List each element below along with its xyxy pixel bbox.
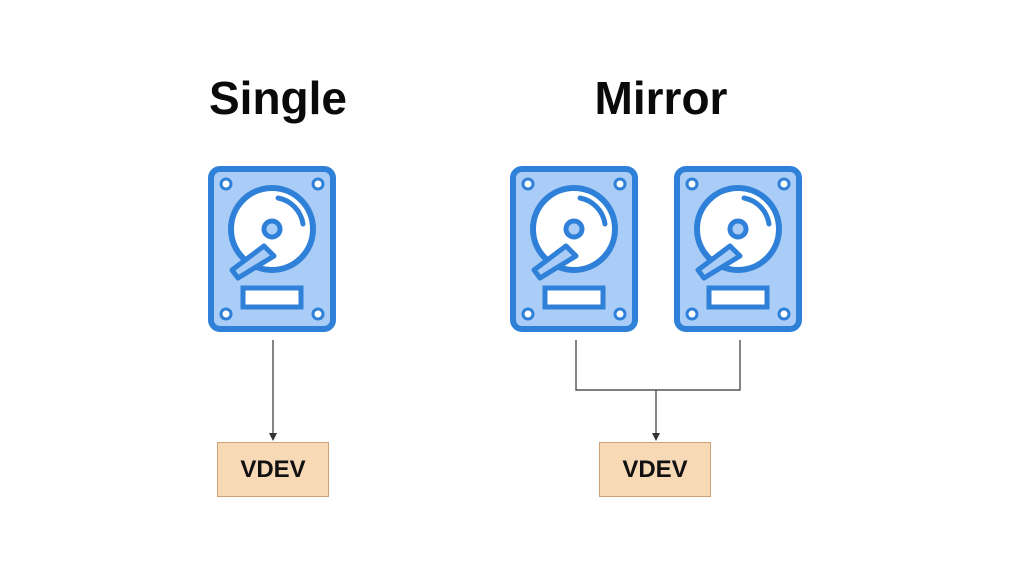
single-title: Single	[208, 72, 348, 124]
hard-disk-icon	[211, 169, 333, 329]
hard-disk-icon	[677, 169, 799, 329]
hard-disk-icon	[513, 169, 635, 329]
mirror-bracket-connector	[575, 340, 741, 391]
single-vdev-box: VDEV	[217, 442, 329, 497]
mirror-vdev-box: VDEV	[599, 442, 711, 497]
mirror-title: Mirror	[594, 72, 728, 124]
